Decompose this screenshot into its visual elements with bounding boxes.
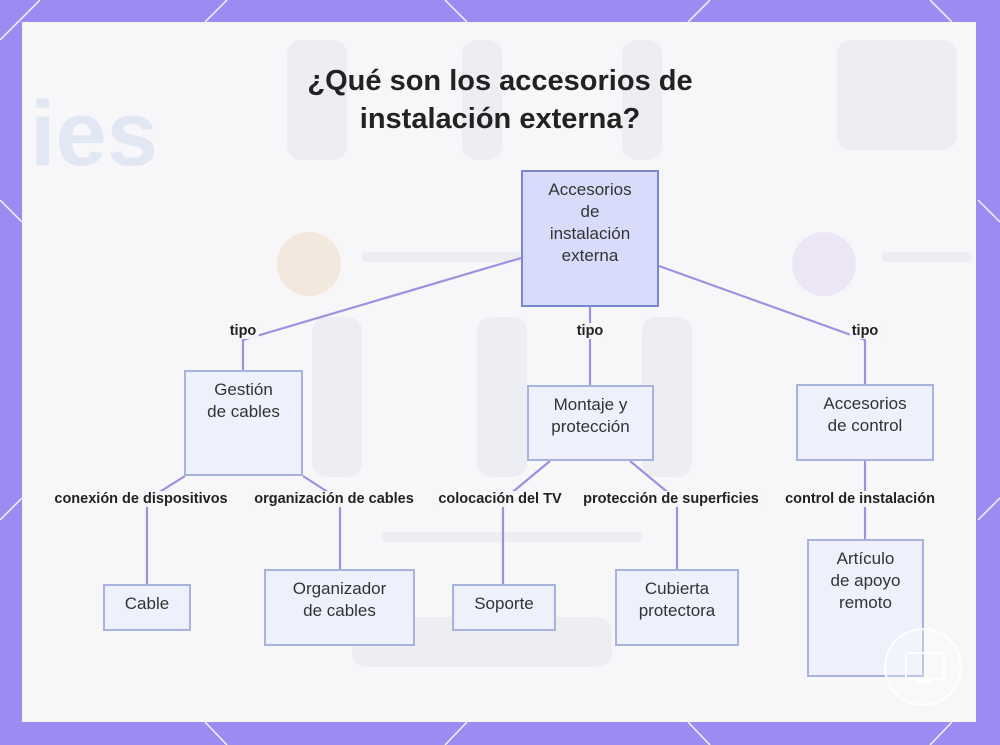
node-cable-organizer: Organizador de cables [264,569,415,646]
node-text: protectora [638,601,716,620]
edge-label-tv-placement: colocación del TV [436,491,564,507]
node-text: de apoyo [830,571,901,590]
node-root: Accesorios de instalación externa [521,170,659,307]
edge-mounting-cover [629,460,679,569]
node-mounting: Montaje y protección [527,385,654,461]
node-text: Gestión [214,380,273,399]
edge-label-surface-protection: protección de superficies [581,491,761,507]
edge-root-cable-management [241,256,522,370]
edge-label-installation-control: control de instalación [783,491,937,507]
node-mount: Soporte [452,584,556,631]
node-text: Soporte [474,594,534,613]
node-text: de control [827,416,903,435]
node-text: externa [561,246,619,265]
node-text: Cable [124,594,170,613]
edge-label-type: tipo [227,323,259,339]
page-title: ¿Qué son los accesorios de instalación e… [250,62,750,138]
node-text: de cables [303,601,376,620]
node-cable-management: Gestión de cables [184,370,303,476]
node-text: Accesorios [823,394,907,413]
node-text: Montaje y [553,395,628,414]
background-shape [882,252,972,262]
node-control: Accesorios de control [796,384,934,461]
background-watermark: ies [30,83,158,185]
edge-label-type: tipo [849,323,881,339]
edge-label-cable-organization: organización de cables [252,491,416,507]
title-line: ¿Qué son los accesorios de [307,65,693,97]
node-cover: Cubierta protectora [615,569,739,646]
node-text: protección [551,417,630,436]
node-text: Artículo [836,549,895,568]
edge-mounting-mount [501,460,551,584]
node-text: instalación [549,224,631,243]
edge-cable-management-organizer [302,475,342,569]
node-text: Accesorios [548,180,632,199]
node-text: remoto [839,593,892,612]
edge-root-control [658,264,867,384]
background-shape [362,252,532,262]
node-cable: Cable [103,584,191,631]
background-shape [277,232,341,296]
node-text: de cables [207,402,280,421]
edge-label-device-connection: conexión de dispositivos [52,491,230,507]
brand-logo-icon [884,628,962,706]
node-text: Organizador [292,579,387,598]
background-shape [792,232,856,296]
node-text: Cubierta [644,579,710,598]
background-shape [837,40,957,150]
title-line: instalación externa? [359,103,641,135]
edge-label-type: tipo [574,323,606,339]
background-shape [287,40,347,160]
background-shape [477,317,527,477]
background-shape [462,40,502,160]
background-shape [382,532,642,542]
node-text: de [580,202,600,221]
background-shape [622,40,662,160]
background-shape [312,317,362,477]
